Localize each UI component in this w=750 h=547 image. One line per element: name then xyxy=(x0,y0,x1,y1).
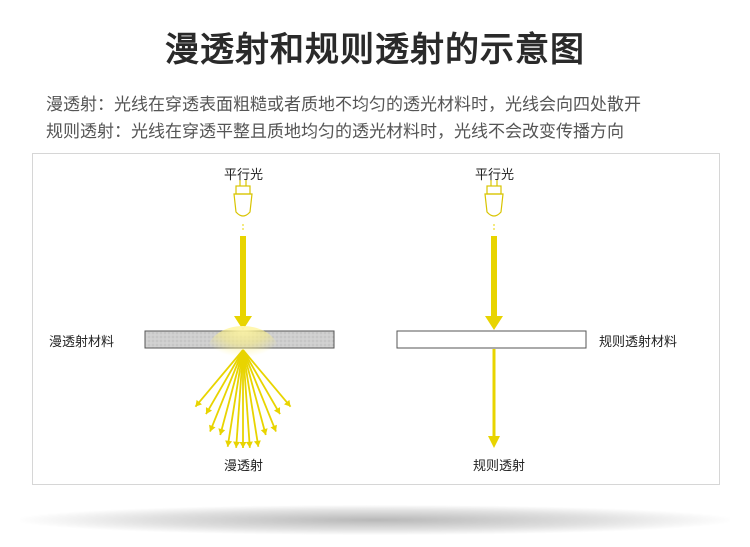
scattered-ray-arrowhead xyxy=(253,440,261,447)
regular-material-slab xyxy=(396,330,587,349)
right-incident-arrow xyxy=(485,236,503,330)
scattered-ray xyxy=(242,349,281,415)
left-material-label: 漫透射材料 xyxy=(49,335,115,350)
right-material-label: 规则透射材料 xyxy=(599,335,678,350)
scattered-ray xyxy=(242,349,260,447)
regular-description: 规则透射：光线在穿透平整且质地均匀的透光材料时，光线不会改变传播方向 xyxy=(46,122,624,142)
scattered-ray xyxy=(219,349,244,436)
scattered-ray xyxy=(194,349,244,408)
scattered-ray-arrowhead xyxy=(205,407,213,415)
scattered-ray xyxy=(235,349,244,448)
diagram-panel xyxy=(32,153,720,485)
right-light-label: 平行光 xyxy=(475,168,515,183)
diffuse-description: 漫透射：光线在穿透表面粗糙或者质地不均匀的透光材料时，光线会向四处散开 xyxy=(46,95,641,115)
scattered-ray-arrowhead xyxy=(284,399,291,407)
scattered-ray xyxy=(242,349,267,436)
scattered-ray-arrowhead xyxy=(209,424,216,432)
scattered-ray-arrowhead xyxy=(233,441,241,448)
diffuse-scattered-rays xyxy=(194,349,292,448)
scattered-ray xyxy=(242,349,277,432)
left-lamp-icon xyxy=(233,180,253,232)
scattered-ray xyxy=(209,349,244,432)
page-title: 漫透射和规则透射的示意图 xyxy=(165,30,585,70)
scattered-ray xyxy=(242,349,251,448)
scattered-ray-arrowhead xyxy=(225,440,233,447)
left-incident-arrow xyxy=(234,236,252,330)
right-transmitted-arrow xyxy=(488,349,500,448)
right-result-label: 规则透射 xyxy=(473,459,526,474)
scattered-ray-arrowhead xyxy=(239,442,247,448)
scattered-ray-arrowhead xyxy=(245,441,253,448)
scattered-ray xyxy=(242,349,292,408)
scattered-ray-arrowhead xyxy=(195,399,202,407)
left-light-label: 平行光 xyxy=(224,168,264,183)
scattered-ray-arrowhead xyxy=(260,428,268,436)
right-lamp-icon xyxy=(484,180,504,232)
scattered-ray xyxy=(205,349,244,415)
scattered-ray-arrowhead xyxy=(273,407,281,415)
panel-shadow xyxy=(20,505,730,535)
scattered-ray xyxy=(226,349,244,447)
scattered-ray-arrowhead xyxy=(218,428,226,436)
scattered-ray-arrowhead xyxy=(270,424,277,432)
left-result-label: 漫透射 xyxy=(224,459,264,474)
